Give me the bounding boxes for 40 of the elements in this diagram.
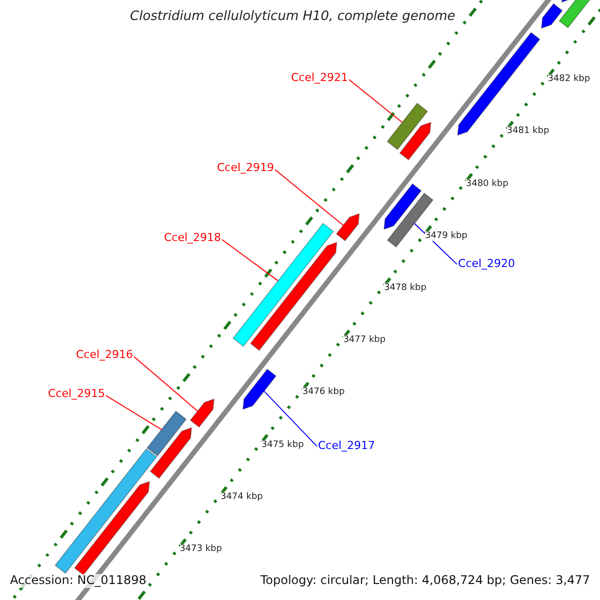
gene-feature <box>250 242 338 351</box>
gene-feature <box>190 398 215 428</box>
scale-label: 3481 kbp <box>506 126 550 137</box>
gene-feature <box>150 427 192 479</box>
gene-label: Ccel_2920 <box>458 258 516 271</box>
leader-line <box>274 169 344 226</box>
gene-feature <box>54 448 158 574</box>
scale-label: 3473 kbp <box>180 544 222 554</box>
scale-label: 3476 kbp <box>302 387 345 398</box>
gene-label: Ccel_2921 <box>291 72 348 85</box>
accession-text: Accession: NC_011898 <box>8 574 148 588</box>
leader-line <box>264 390 318 447</box>
scale-label: 3475 kbp <box>261 440 304 450</box>
gene-feature <box>74 480 150 576</box>
leader-line <box>348 79 403 123</box>
leader-line <box>106 395 162 430</box>
gene-feature <box>540 3 563 29</box>
gene-label: Ccel_2916 <box>76 349 134 362</box>
gene-feature <box>386 102 428 150</box>
gene-feature <box>232 222 334 347</box>
genome-summary-text: Topology: circular; Length: 4,068,724 bp; Genes: 3,477 <box>258 574 592 588</box>
gene-label: Ccel_2918 <box>164 232 222 245</box>
title: Clostridium cellulolyticum H10, complete genome <box>130 10 456 25</box>
scale-label: 3477 kbp <box>343 335 386 346</box>
scale-label: 3474 kbp <box>220 492 263 502</box>
scale-label: 3478 kbp <box>384 282 426 294</box>
gene-feature <box>336 213 360 242</box>
scale-label: 3482 kbp <box>548 74 590 85</box>
leader-line <box>222 239 279 282</box>
scale-label: 3480 kbp <box>466 178 508 189</box>
scale-label: 3479 kbp <box>424 230 468 242</box>
leader-line <box>414 223 458 265</box>
gene-feature <box>399 122 432 160</box>
gene-label: Ccel_2919 <box>217 162 274 175</box>
gene-feature <box>242 368 277 410</box>
gene-label: Ccel_2915 <box>48 388 106 401</box>
leader-line <box>134 356 198 412</box>
gene-label: Ccel_2917 <box>318 440 376 453</box>
gene-feature <box>146 410 187 457</box>
gene-feature <box>384 183 422 230</box>
